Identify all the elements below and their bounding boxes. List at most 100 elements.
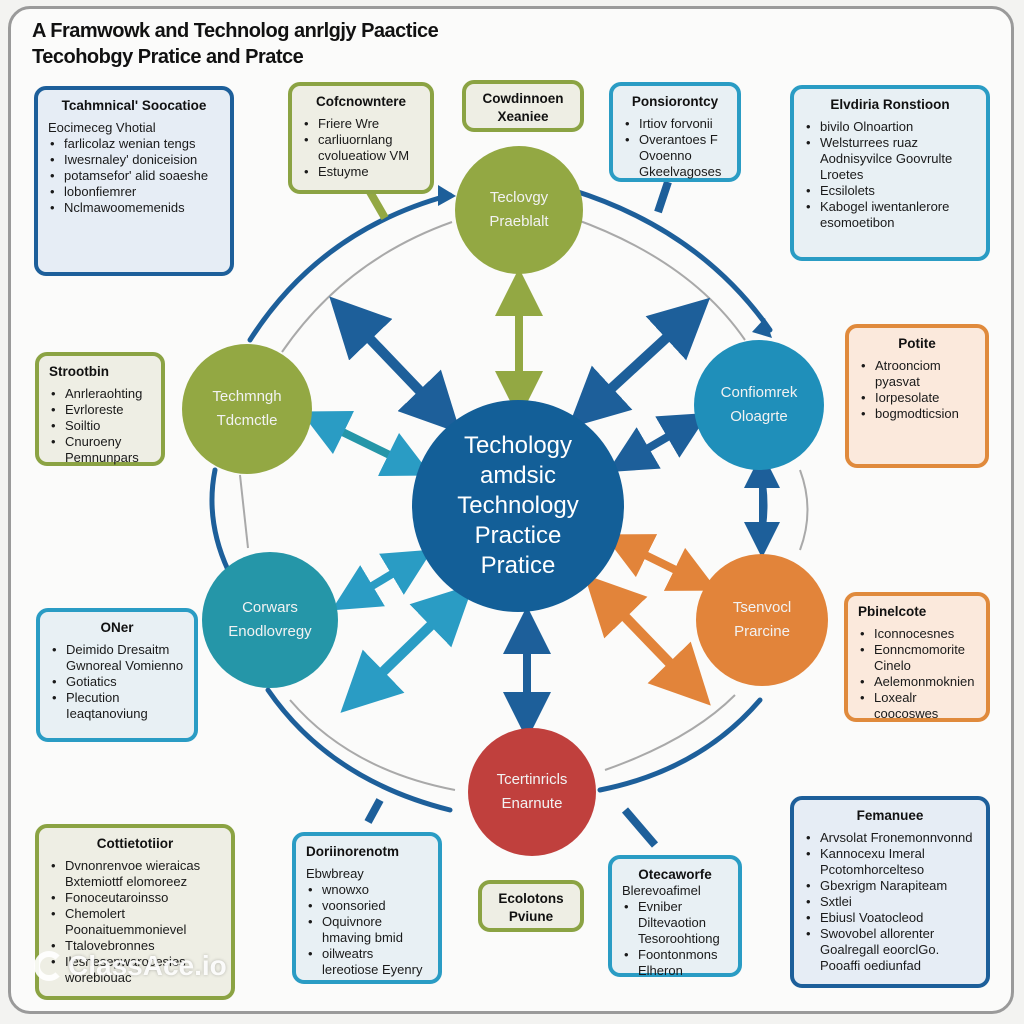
center-node[interactable]: Techology amdsic Technology Practice Pra… bbox=[412, 400, 624, 612]
ring-arrowhead-icon bbox=[752, 318, 772, 338]
box-onier: ONer Deimido Dresaitm Gwnoreal Vomienno … bbox=[36, 608, 198, 742]
node-label-line: Confiomrek bbox=[720, 384, 798, 401]
list-item: Welsturrees ruaz Aodnisyvilce Goovrulte … bbox=[806, 135, 976, 183]
arrow-center-right bbox=[607, 412, 709, 473]
node-label-line: Tdcmctle bbox=[216, 412, 278, 429]
center-label-line: Practice bbox=[474, 522, 562, 549]
list-item: Friere Wre bbox=[304, 116, 420, 132]
box-list: Iconnocesnes Eonncmomorite Cinelo Aelemo… bbox=[858, 626, 976, 722]
box-strootbin: Strootbin Anrleraohting Evrloreste Soilt… bbox=[35, 352, 165, 466]
diagram-title: A Framwowk and Technolog anrlgjy Paactic… bbox=[32, 18, 439, 70]
node-label-line: Tsenvocl bbox=[732, 599, 792, 616]
box-title: Elvdiria Ronstioon bbox=[830, 97, 950, 112]
list-item: Estuyme bbox=[304, 164, 420, 180]
box-list: Atroonciom pyasvat Iorpesolate bogmodtic… bbox=[859, 358, 975, 422]
center-label-line: Techology bbox=[463, 432, 573, 459]
list-item: Iorpesolate bbox=[861, 390, 975, 406]
box-title: Potite bbox=[898, 336, 936, 351]
box-title: Strootbin bbox=[49, 364, 109, 379]
box-coordination-xeanee: Cowdinnoen Xeaniee bbox=[462, 80, 584, 132]
list-item: Plecution Ieaqtanoviung bbox=[52, 690, 184, 722]
center-label-line: Pratice bbox=[480, 552, 556, 579]
list-item: Nclmawoomemenids bbox=[50, 200, 220, 216]
list-item: Iconnocesnes bbox=[860, 626, 976, 642]
list-item: Evrloreste bbox=[51, 402, 151, 418]
callout-pointer bbox=[654, 180, 672, 214]
ring-arc-top-left bbox=[247, 192, 453, 343]
list-item: lobonfiemrer bbox=[50, 184, 220, 200]
box-list: Anrleraohting Evrloreste Soiltio Cnuroen… bbox=[49, 386, 151, 466]
list-item: wnowxo bbox=[308, 882, 428, 898]
box-title: Doriinorenotm bbox=[306, 844, 399, 859]
list-item: Eonncmomorite Cinelo bbox=[860, 642, 976, 674]
box-title: ONer bbox=[100, 620, 134, 635]
list-item: potamsefor' alid soaeshe bbox=[50, 168, 220, 184]
classace-logo-icon bbox=[34, 951, 64, 981]
box-ponsiorontic: Ponsiorontcy Irtiov forvonii Overantoes … bbox=[609, 82, 741, 182]
box-list: Arvsolat Fronemonnvonnd Kannocexu Imeral… bbox=[804, 830, 976, 974]
title-line-1: A Framwowk and Technolog anrlgjy Paactic… bbox=[32, 20, 439, 42]
box-pbinelotee: Pbinelcote Iconnocesnes Eonncmomorite Ci… bbox=[844, 592, 990, 722]
ring-arc-top-right bbox=[569, 187, 773, 333]
box-list: Dvnonrenvoe wieraicas Bxtemiottf elomore… bbox=[49, 858, 221, 986]
list-item: Aelemonmoknien bbox=[860, 674, 976, 690]
watermark-text: ClassAce.io bbox=[68, 950, 227, 981]
list-item: Gbexrigm Narapiteam bbox=[806, 878, 976, 894]
arrow-center-top-right bbox=[567, 297, 711, 429]
box-title: Ponsiorontcy bbox=[631, 94, 719, 109]
list-item: carliuornlang cvolueatiow VM bbox=[304, 132, 420, 164]
box-intro: Blerevoafimel bbox=[622, 883, 701, 898]
arrow-center-lower-right-2 bbox=[584, 574, 711, 706]
list-item: voonsoried bbox=[308, 898, 428, 914]
box-technical-source: Tcahmnical' Soocatioe Eocimeceg Vhotial … bbox=[34, 86, 234, 276]
list-item: Ttalovebronnes bbox=[51, 938, 221, 954]
node-label-line: Enarnute bbox=[501, 795, 563, 812]
list-item: Iwesrnaley' doniceision bbox=[50, 152, 220, 168]
list-item: Overantoes F Ovoenno Gkeelvagoses bbox=[625, 132, 727, 180]
list-item: Dvnonrenvoe wieraicas Bxtemiottf elomore… bbox=[51, 858, 221, 890]
arrow-center-left bbox=[300, 410, 432, 477]
title-line-2: Tecohobgy Pratice and Pratce bbox=[32, 46, 304, 68]
list-item: Irtiov forvonii bbox=[625, 116, 727, 132]
ring-arc-left bbox=[209, 467, 231, 573]
box-intro: Eocimeceg Vhotial bbox=[48, 120, 156, 135]
node-label-line: Enodlovregy bbox=[228, 623, 312, 640]
box-list: Friere Wre carliuornlang cvolueatiow VM … bbox=[302, 116, 420, 180]
list-item: Gotiatics bbox=[52, 674, 184, 690]
list-item: Kannocexu Imeral Pcotomhorcelteso bbox=[806, 846, 976, 878]
center-label-line: amdsic bbox=[479, 462, 556, 489]
spoke-arrows bbox=[300, 268, 780, 740]
node-label-line: Teclovgy bbox=[489, 189, 549, 206]
list-item: Evniber Diltevaotion Tesoroohtiong bbox=[624, 899, 728, 947]
node-label-line: Techmngh bbox=[212, 388, 282, 405]
box-title: Pbinelcote bbox=[858, 604, 927, 619]
list-item: Loxealr coocoswes bbox=[860, 690, 976, 722]
box-list: bivilo Olnoartion Welsturrees ruaz Aodni… bbox=[804, 119, 976, 231]
node-label-line: Oloagrte bbox=[730, 408, 788, 425]
watermark: ClassAce.io bbox=[34, 950, 227, 982]
box-title: Ecolotons Pviune bbox=[498, 891, 564, 924]
box-list: Irtiov forvonii Overantoes F Ovoenno Gke… bbox=[623, 116, 727, 180]
callout-pointer bbox=[366, 190, 389, 220]
box-intro: Ebwbreay bbox=[306, 866, 364, 881]
list-item: Cnuroeny Pemnunpars bbox=[51, 434, 151, 466]
list-item: oilweatrs lereotiose Eyenry bbox=[308, 946, 428, 978]
node-label-line: Prarcine bbox=[734, 623, 790, 640]
list-item: farlicolaz wenian tengs bbox=[50, 136, 220, 152]
box-cofcenowntere: Cofcnowntere Friere Wre carliuornlang cv… bbox=[288, 82, 434, 194]
box-title: Cofcnowntere bbox=[315, 94, 406, 109]
box-list: farlicolaz wenian tengs Iwesrnaley' doni… bbox=[48, 136, 220, 216]
node-label-line: Tcertinricls bbox=[496, 771, 568, 788]
box-otecaworte: Otecaworfe Blerevoafimel Evniber Dilteva… bbox=[608, 855, 742, 978]
arrow-center-top-left bbox=[329, 296, 461, 434]
ring-arc-bottom-right bbox=[597, 697, 763, 793]
box-doriinorenotm: Doriinorenotm Ebwbreay wnowxo voonsoried… bbox=[292, 832, 442, 984]
box-elvdiria-ronstioon: Elvdiria Ronstioon bivilo Olnoartion Wel… bbox=[790, 85, 990, 261]
inner-ring bbox=[239, 217, 809, 791]
